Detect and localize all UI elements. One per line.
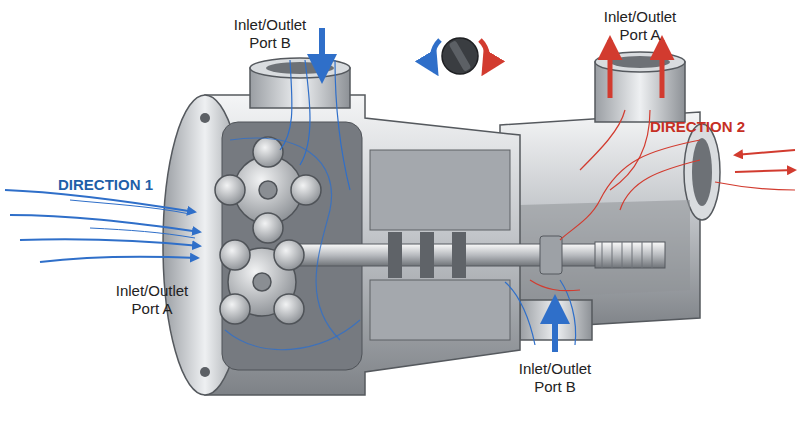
port-label: Inlet/Outlet Port B	[222, 16, 318, 52]
pump-housing	[163, 58, 520, 395]
gear-lobe	[274, 240, 304, 270]
bearing-block	[370, 280, 510, 340]
flange-bolt	[200, 113, 210, 123]
flow-line	[505, 282, 535, 345]
flow-line	[300, 60, 310, 165]
flow-arrow	[20, 239, 200, 246]
flow-line	[70, 200, 190, 214]
shaft-seal	[420, 232, 434, 278]
selector-knob	[432, 38, 488, 74]
flow-arrow	[660, 40, 665, 98]
direction-label: DIRECTION 1	[58, 176, 178, 194]
flow-port-b	[280, 28, 350, 190]
flow-line	[620, 160, 700, 210]
flow-arrow	[735, 150, 795, 155]
bearing-block	[370, 150, 510, 230]
splined-end	[595, 242, 665, 268]
shaft-seal	[388, 232, 402, 278]
flow-arrow	[552, 300, 558, 352]
gear-lobe	[253, 137, 283, 167]
bearing	[540, 236, 562, 274]
gear-lobe	[291, 175, 321, 205]
flow-direction-2	[530, 40, 795, 291]
port-bore	[692, 138, 712, 206]
flow-line	[610, 110, 650, 190]
cutaway-cavity	[520, 200, 690, 298]
port-label: Inlet/Outlet Port B	[507, 360, 603, 396]
flow-line	[560, 280, 576, 345]
flow-line	[225, 320, 360, 350]
gear-lobe	[220, 240, 250, 270]
flange-bolt	[200, 367, 210, 377]
gear-hub	[259, 181, 277, 199]
lower-gear	[220, 240, 304, 324]
flow-arrow	[608, 40, 613, 98]
flow-line	[280, 60, 292, 150]
flow-line	[580, 110, 625, 170]
rotation-arrow	[432, 40, 440, 72]
gear-lobe	[220, 294, 250, 324]
flow-arrow	[735, 170, 795, 172]
flow-arrow	[319, 28, 325, 78]
port-label: Inlet/Outlet Port A	[592, 8, 688, 44]
spline-teeth	[602, 242, 652, 268]
direction-label: DIRECTION 2	[650, 118, 770, 136]
flow-arrow	[5, 190, 195, 212]
flow-line	[230, 138, 340, 340]
flow-line	[560, 140, 700, 240]
knob	[442, 38, 478, 74]
knob-grip	[449, 40, 472, 72]
flow-line	[715, 182, 795, 190]
gear-lobe	[215, 175, 245, 205]
flow-line	[530, 280, 580, 291]
rotation-arrow	[480, 40, 488, 72]
gear-lobe	[253, 213, 283, 243]
flow-arrow	[40, 257, 198, 262]
gear-hub	[253, 273, 271, 291]
port-label: Inlet/Outlet Port A	[104, 282, 200, 318]
flow-direction-1	[5, 138, 360, 350]
flow-line	[335, 60, 350, 190]
flow-arrow	[10, 215, 200, 232]
gear-lobe	[274, 294, 304, 324]
flow-line	[90, 228, 195, 238]
drive-shaft	[290, 232, 665, 278]
housing-body	[500, 112, 700, 330]
shaft-seal	[452, 232, 466, 278]
